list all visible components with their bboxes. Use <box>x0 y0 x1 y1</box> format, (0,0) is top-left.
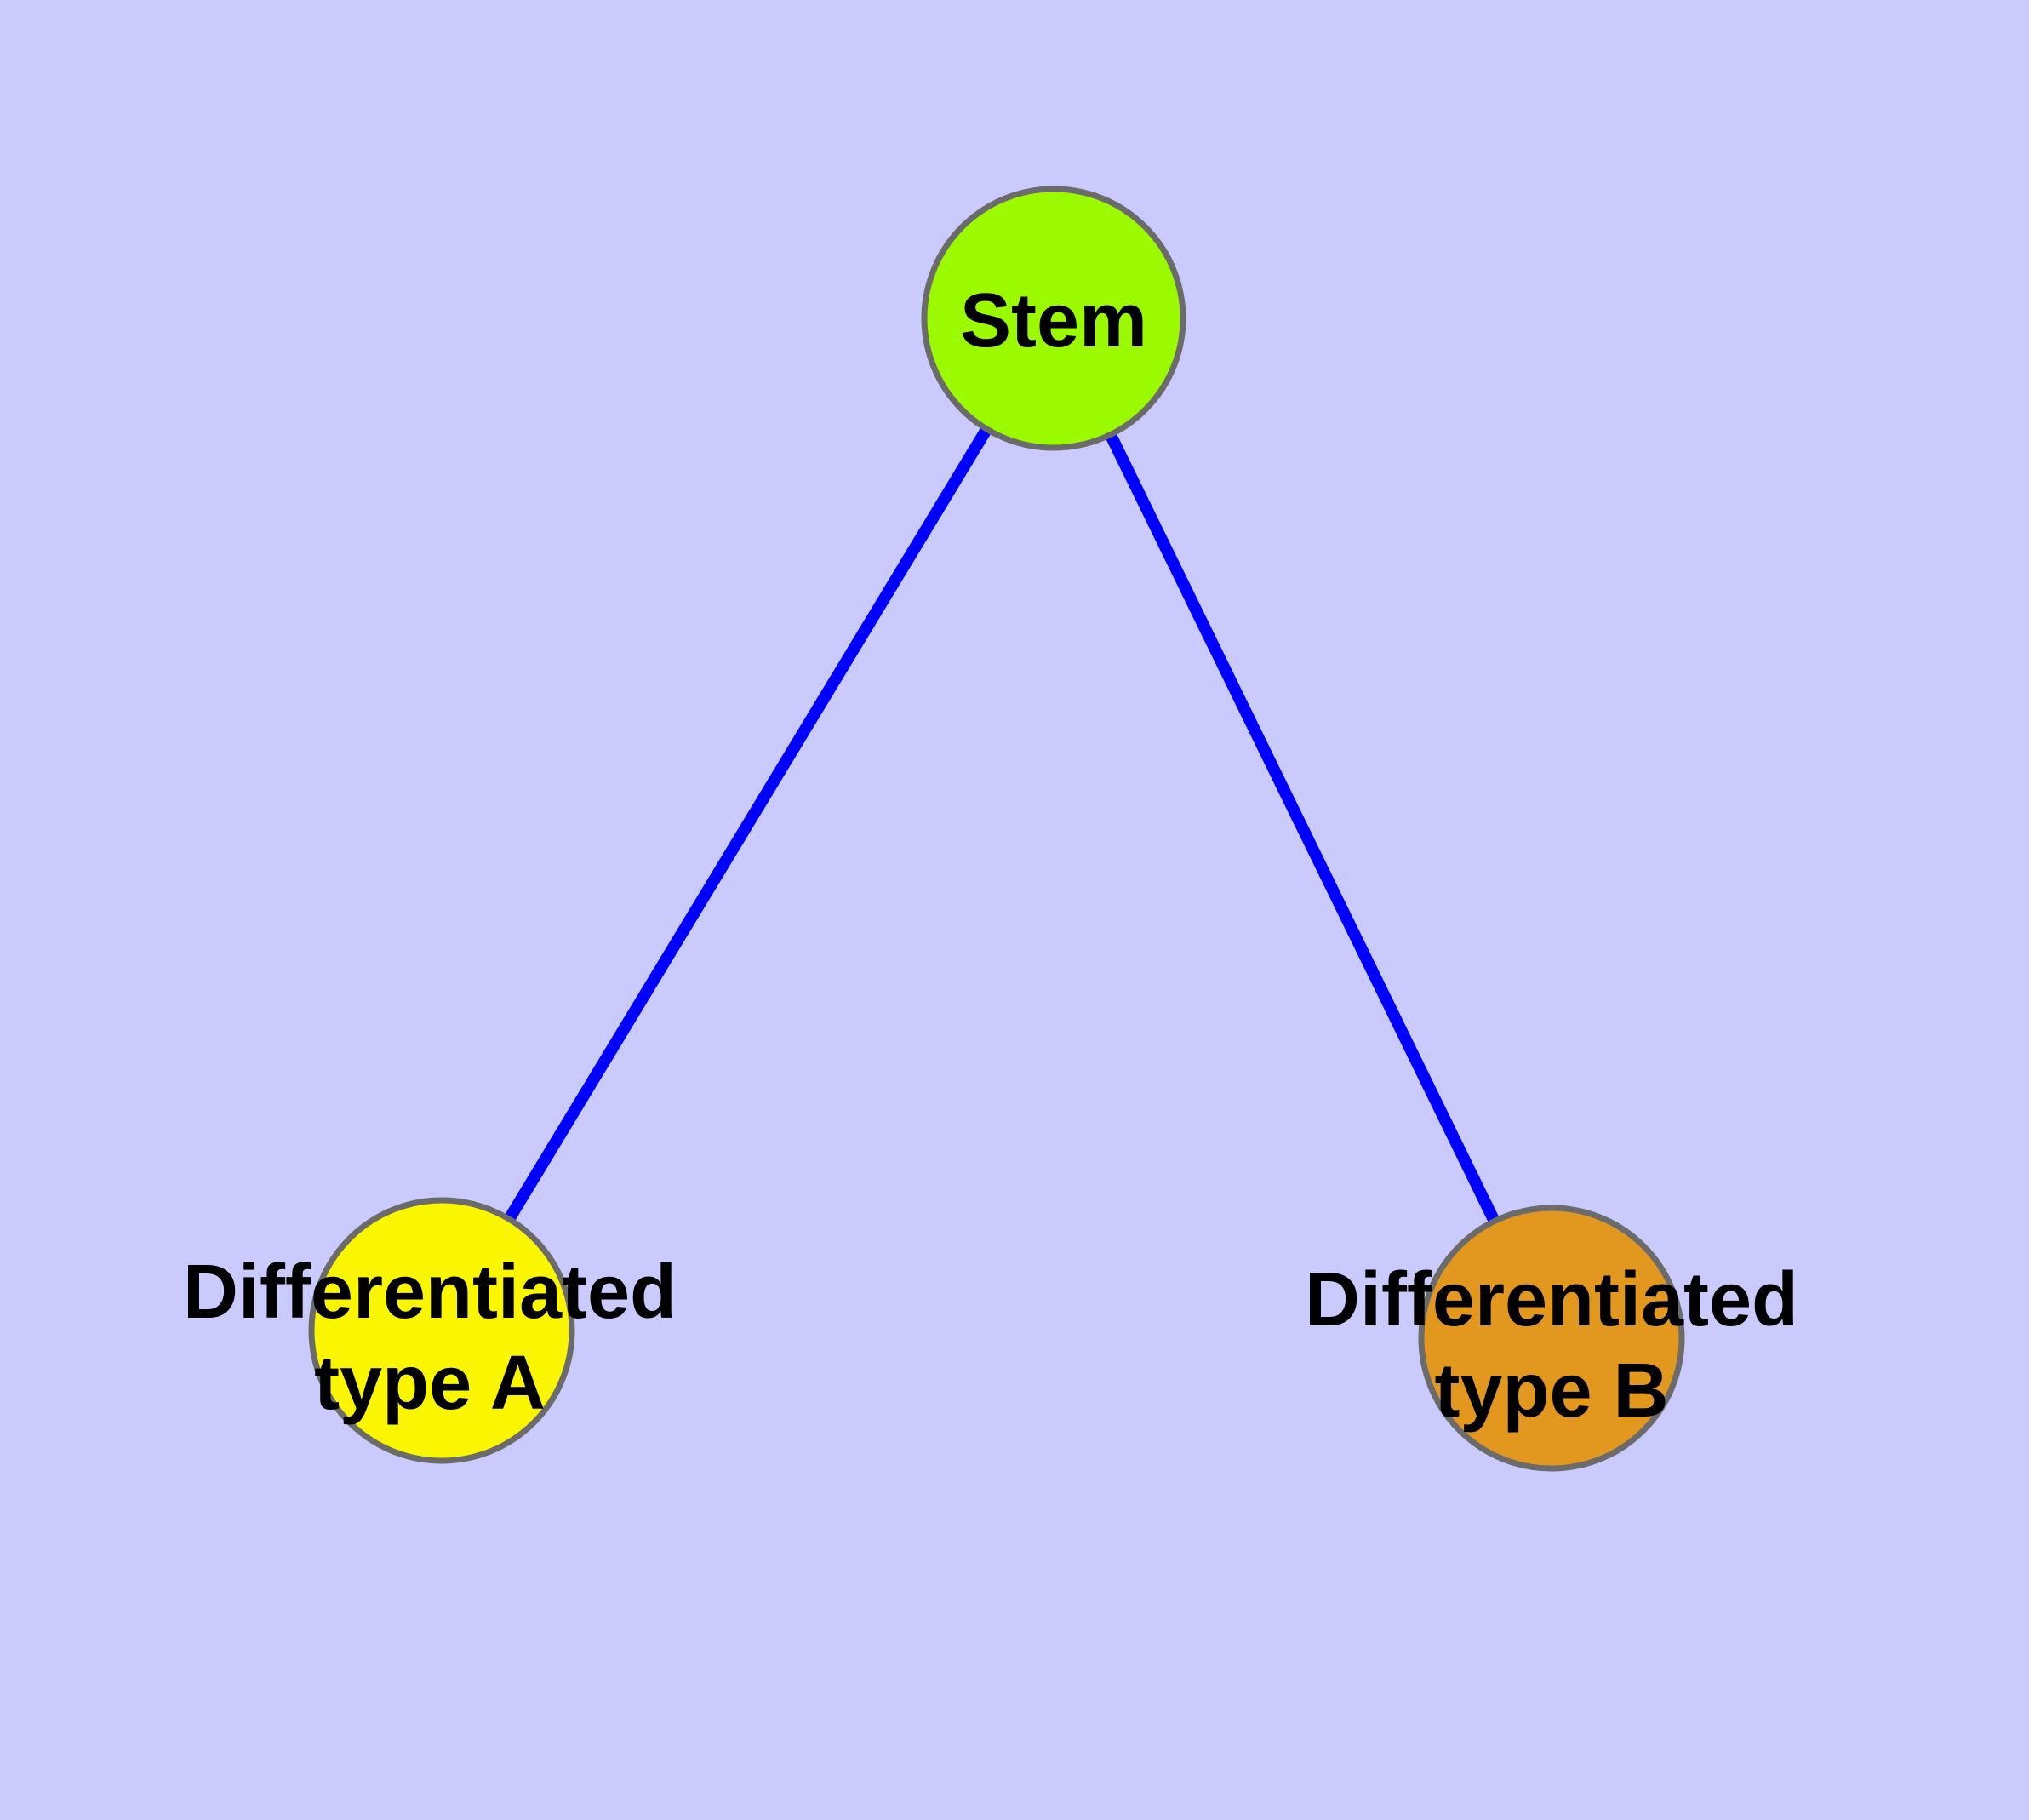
differentiated-type-b-node-circle[interactable] <box>1418 1205 1685 1472</box>
edge-layer <box>437 315 1557 1342</box>
edge-stem-to-type-a <box>437 315 1059 1334</box>
differentiated-type-b-label-line2: type B <box>1434 1348 1668 1434</box>
node-stem[interactable]: Stem <box>921 186 1186 451</box>
differentiated-type-a-label-line1: Differentiated <box>183 1250 677 1335</box>
edge-stem-to-type-b <box>1048 315 1557 1342</box>
differentiated-type-a-label-line2: type A <box>314 1341 546 1426</box>
stem-node-label: Stem <box>960 278 1147 363</box>
node-differentiated-type-b[interactable]: Differentiated type B <box>1305 1205 1798 1472</box>
node-differentiated-type-a[interactable]: Differentiated type A <box>183 1197 677 1464</box>
differentiated-type-a-node-circle[interactable] <box>308 1197 575 1464</box>
differentiated-type-b-label-line1: Differentiated <box>1305 1257 1798 1342</box>
stem-node-circle[interactable] <box>921 186 1186 451</box>
